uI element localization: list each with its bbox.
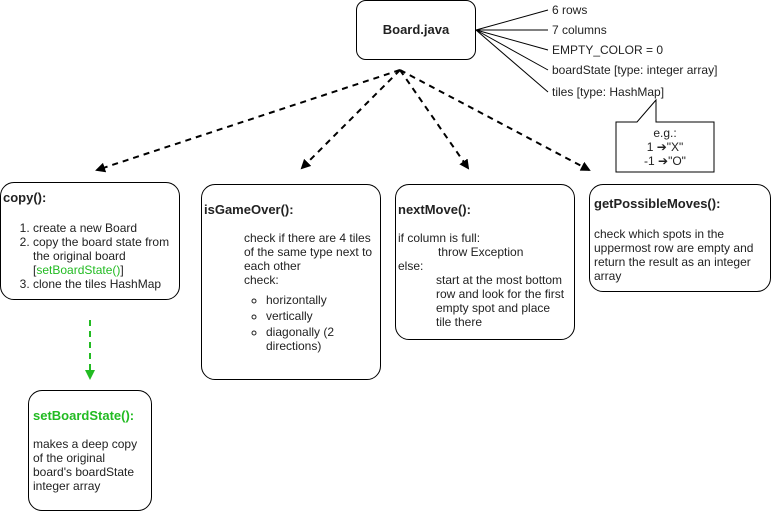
attr-rows: 6 rows: [552, 3, 588, 17]
setboardstate-text: makes a deep copy of the original board'…: [33, 437, 138, 493]
arrow-to-copy: [95, 69, 401, 173]
list-item: copy the board state from the original b…: [33, 235, 173, 277]
board-java-box: Board.java: [356, 0, 476, 60]
link-bracket: [: [33, 263, 37, 277]
list-item: clone the tiles HashMap: [33, 277, 173, 291]
setboardstate-box: setBoardState(): makes a deep copy of th…: [28, 390, 152, 511]
isgameover-text: check if there are 4 tiles of the same t…: [244, 231, 373, 273]
nextmove-text: start at the most bottom row and look fo…: [436, 273, 565, 329]
isgameover-directions: horizontally vertically diagonally (2 di…: [204, 293, 376, 353]
copy-step-text: copy the board state from the original b…: [33, 235, 170, 263]
nextmove-title: nextMove():: [398, 202, 471, 217]
attr-line: [475, 29, 549, 51]
attr-line: [475, 29, 549, 93]
arrow-to-nextmove: [399, 69, 470, 170]
nextmove-box: nextMove(): if column is full: throw Exc…: [395, 184, 575, 340]
nextmove-if: if column is full:: [398, 231, 481, 245]
callout-line: 1 ➔"X": [646, 140, 684, 154]
attr-empty-color: EMPTY_COLOR = 0: [552, 43, 664, 57]
getpossiblemoves-box: getPossibleMoves(): check which spots in…: [589, 184, 771, 292]
list-item: create a new Board: [33, 221, 173, 235]
list-item: vertically: [266, 309, 376, 323]
list-item: diagonally (2 directions): [266, 325, 376, 353]
isgameover-check-label: check:: [244, 273, 279, 287]
attr-line: [475, 29, 549, 71]
list-item: horizontally: [266, 293, 376, 307]
attr-boardstate: boardState [type: integer array]: [552, 63, 718, 77]
getpossiblemoves-text: check which spots in the uppermost row a…: [594, 227, 754, 283]
nextmove-throw: throw Exception: [438, 245, 524, 259]
arrow-to-isgameover: [300, 69, 401, 170]
arrow-to-getpossiblemoves: [399, 69, 591, 171]
callout-bubble: [615, 98, 715, 173]
board-java-title: Board.java: [382, 22, 450, 37]
copy-title: copy():: [3, 190, 47, 205]
setboardstate-link: setBoardState(): [36, 263, 121, 277]
getpossiblemoves-title: getPossibleMoves():: [594, 196, 721, 211]
copy-box: copy(): create a new Board copy the boar…: [0, 182, 180, 300]
copy-steps: create a new Board copy the board state …: [3, 221, 173, 291]
attr-columns: 7 columns: [552, 23, 607, 37]
callout-line: e.g.:: [653, 126, 677, 140]
setboardstate-title: setBoardState():: [33, 408, 135, 423]
attr-line: [475, 9, 549, 31]
link-bracket: ]: [120, 263, 124, 277]
attr-tiles: tiles [type: HashMap]: [552, 85, 665, 99]
isgameover-title: isGameOver():: [204, 202, 294, 217]
callout-text: e.g.: 1 ➔"X" -1 ➔"O": [616, 126, 714, 168]
callout-line: -1 ➔"O": [644, 154, 686, 168]
isgameover-box: isGameOver(): check if there are 4 tiles…: [201, 184, 381, 380]
nextmove-else: else:: [398, 259, 424, 273]
